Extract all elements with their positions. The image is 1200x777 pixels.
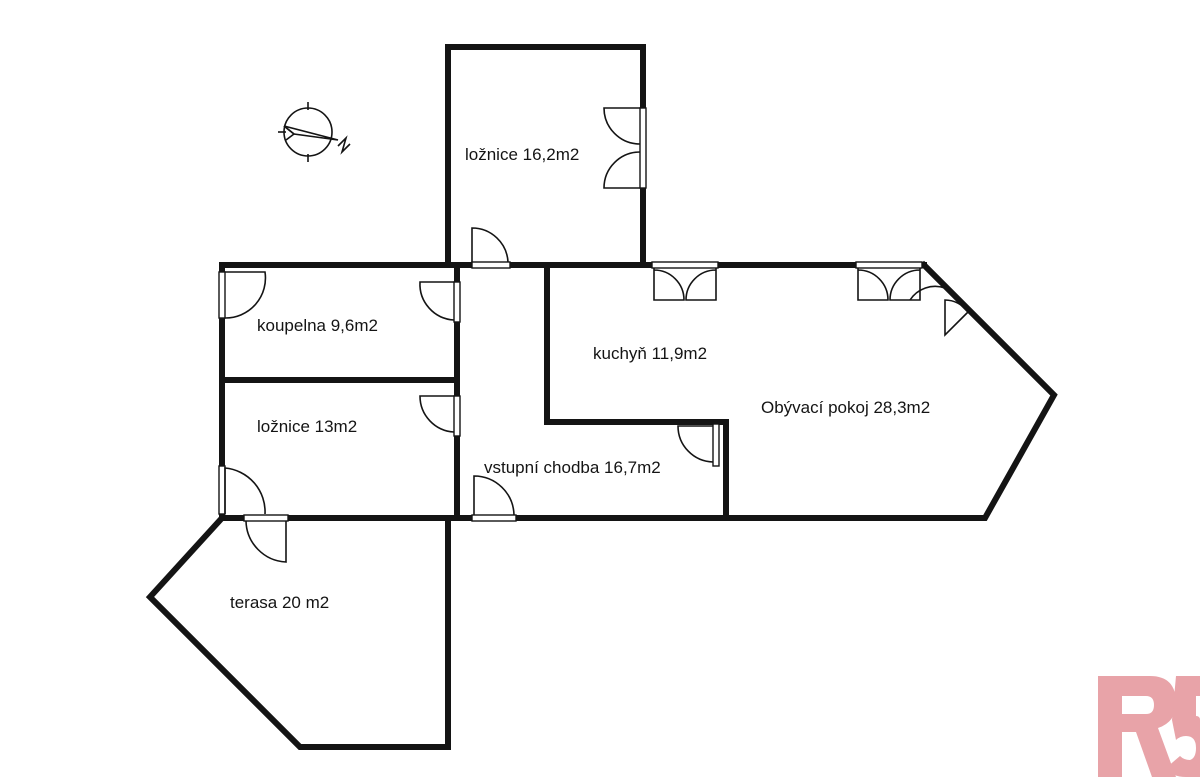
- room-label-corridor: vstupní chodba 16,7m2: [484, 458, 661, 477]
- door-bathroom-left: [218, 271, 267, 319]
- room-label-living-room: Obývací pokoj 28,3m2: [761, 398, 930, 417]
- walls: [145, 44, 1058, 750]
- door-lower-bedroom-right: [419, 395, 461, 437]
- door-lower-bedroom-left: [218, 465, 266, 515]
- room-label-upper-bedroom: ložnice 16,2m2: [465, 145, 579, 164]
- door-upper-bedroom-right: [603, 107, 647, 189]
- r5-logo-icon: [1098, 676, 1200, 777]
- room-label-bathroom: koupelna 9,6m2: [257, 316, 378, 335]
- door-bathroom-right: [419, 281, 461, 323]
- door-kitchen-top: [651, 261, 719, 301]
- north-arrow-icon: [278, 102, 351, 162]
- door-corridor-entry: [471, 475, 517, 522]
- door-terrace: [243, 514, 289, 563]
- doors: [218, 107, 969, 563]
- door-living-angled: [909, 267, 969, 337]
- room-label-kitchen: kuchyň 11,9m2: [593, 344, 707, 363]
- room-label-terrace: terasa 20 m2: [230, 593, 329, 612]
- room-label-lower-bedroom: ložnice 13m2: [257, 417, 357, 436]
- door-corridor-living: [677, 423, 720, 467]
- door-upper-bedroom-bottom: [471, 227, 511, 269]
- door-living-top: [855, 261, 923, 301]
